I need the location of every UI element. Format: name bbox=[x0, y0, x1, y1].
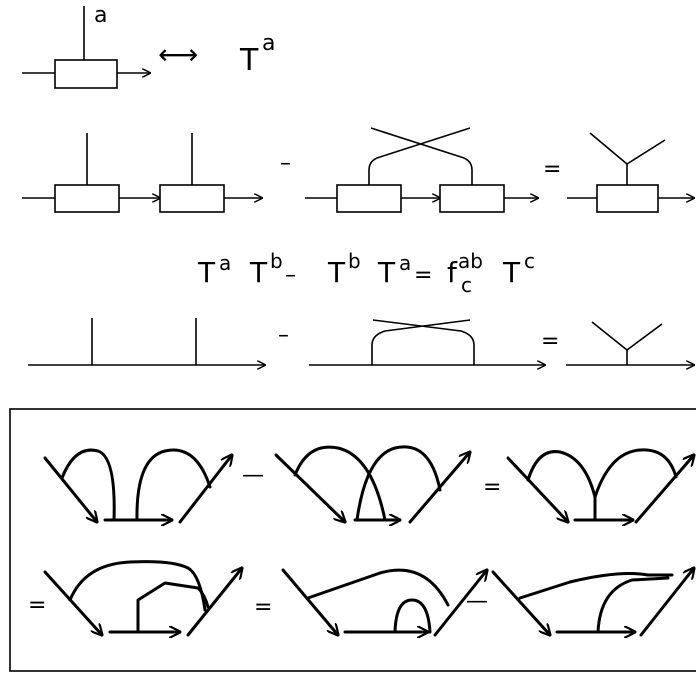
svg-text:–: – bbox=[285, 263, 296, 288]
svg-text:f: f bbox=[447, 256, 458, 289]
product-tatb-diagram bbox=[22, 133, 262, 213]
equals-sign: = bbox=[28, 593, 46, 618]
vertex-lines-diagram bbox=[566, 321, 694, 365]
svg-text:T: T bbox=[502, 256, 521, 289]
equals-sign: = bbox=[541, 329, 559, 354]
svg-text:a: a bbox=[399, 251, 411, 275]
svg-text:c: c bbox=[524, 249, 535, 273]
generator-symbol: T bbox=[239, 43, 259, 78]
equals-sign: = bbox=[254, 595, 272, 620]
gluon-emission-diagram-b bbox=[274, 445, 470, 522]
svg-text:ab: ab bbox=[458, 249, 483, 273]
minus-sign: – bbox=[280, 151, 291, 176]
gluon-emission-diagram-a bbox=[43, 448, 232, 522]
svg-text:T: T bbox=[197, 256, 216, 289]
product-lines-diagram bbox=[28, 318, 265, 365]
correspondence-arrow-icon: ⟷ bbox=[158, 38, 198, 71]
svg-text:T: T bbox=[249, 256, 268, 289]
svg-text:T: T bbox=[377, 256, 396, 289]
crossed-lines-diagram bbox=[309, 319, 545, 365]
svg-text:a: a bbox=[219, 251, 231, 275]
generator-diagram: a bbox=[22, 3, 150, 89]
generator-index: a bbox=[262, 31, 275, 56]
equals-sign: = bbox=[543, 157, 561, 182]
svg-text:=: = bbox=[414, 263, 432, 288]
minus-sign: — bbox=[242, 463, 264, 488]
gluon-ordering-diagram-b bbox=[281, 570, 487, 635]
svg-text:b: b bbox=[348, 249, 361, 273]
boxed-panel bbox=[9, 408, 696, 672]
commutator-equation: T a T b – T b T a = f ab c T c bbox=[197, 249, 535, 297]
product-tbta-crossed-diagram bbox=[305, 127, 538, 213]
svg-text:b: b bbox=[270, 249, 283, 273]
svg-text:T: T bbox=[327, 256, 346, 289]
gluon-ordering-diagram-a bbox=[43, 560, 242, 635]
svg-text:c: c bbox=[461, 273, 472, 297]
minus-sign: — bbox=[466, 589, 488, 614]
gluon-ordering-diagram-c bbox=[491, 568, 694, 635]
structure-constant-box-diagram bbox=[567, 132, 694, 213]
index-label-a: a bbox=[94, 3, 107, 28]
minus-sign: – bbox=[278, 323, 289, 348]
gluon-vertex-diagram bbox=[506, 448, 694, 522]
equals-sign: = bbox=[483, 475, 501, 500]
